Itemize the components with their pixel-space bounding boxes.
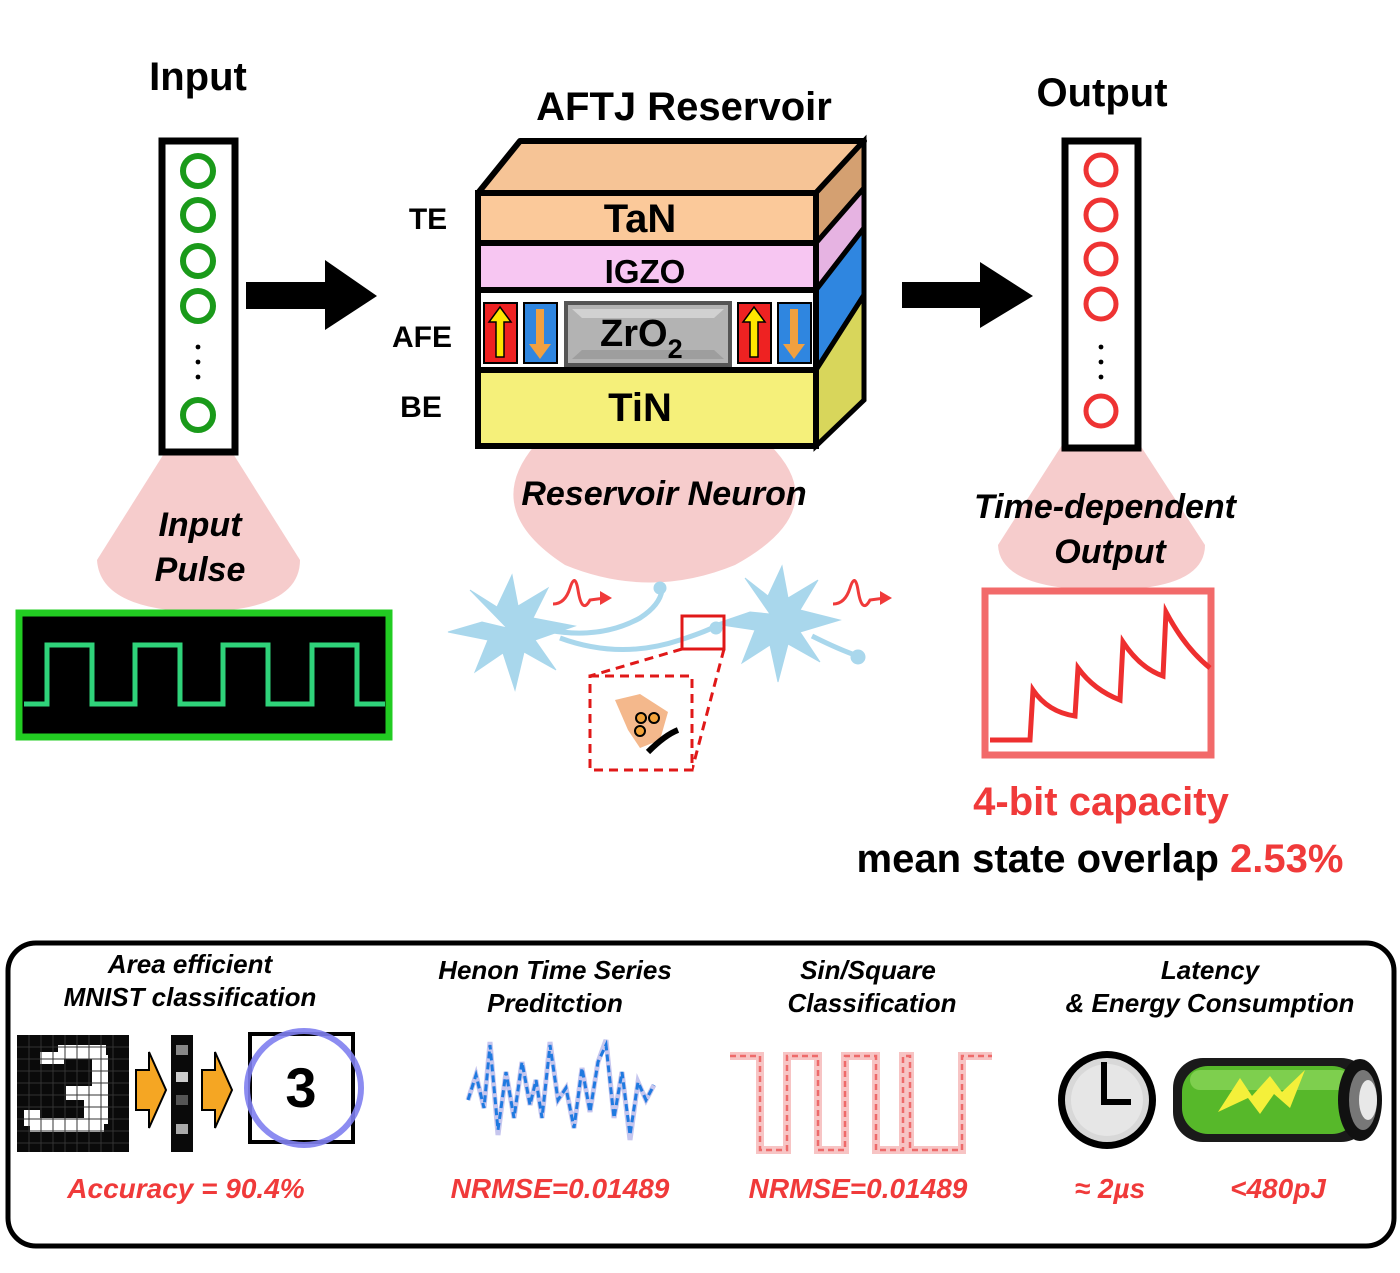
neuron-cell-left bbox=[447, 573, 577, 692]
input-title: Input bbox=[149, 55, 247, 99]
output-ellipsis bbox=[1098, 344, 1104, 380]
battery-icon bbox=[1173, 1058, 1382, 1142]
polarization-up-icon bbox=[741, 305, 767, 358]
neuron-cell-right bbox=[714, 564, 842, 683]
spike-signal-right bbox=[832, 579, 886, 608]
input-neuron bbox=[180, 397, 216, 433]
mnist-arrow-icon bbox=[135, 1051, 168, 1129]
latency-value: ≈ 2µs bbox=[1075, 1173, 1145, 1204]
output-neuron bbox=[1083, 152, 1119, 188]
mnist-title-line1: Area efficient bbox=[107, 949, 274, 979]
overlap-text: mean state overlap 2.53% bbox=[857, 837, 1344, 881]
input-cone bbox=[97, 452, 300, 612]
input-neuron bbox=[180, 153, 216, 189]
reservoir-cone bbox=[513, 445, 796, 583]
lightning-icon bbox=[1218, 1070, 1305, 1114]
henon-series-plot bbox=[465, 1039, 657, 1141]
biological-neurons-illustration bbox=[447, 564, 892, 772]
input-neuron bbox=[180, 243, 216, 279]
axon-right bbox=[810, 633, 859, 659]
reservoir-title: AFTJ Reservoir bbox=[536, 85, 832, 129]
afe-label: AFE bbox=[392, 321, 452, 354]
mnist-selection-circle bbox=[244, 1028, 364, 1148]
input-layer bbox=[158, 137, 239, 456]
axon-left bbox=[547, 589, 665, 636]
output-neuron bbox=[1083, 241, 1119, 277]
tin-label: TiN bbox=[608, 386, 672, 430]
pulse-waveform bbox=[24, 642, 385, 707]
henon-nrmse: NRMSE=0.01489 bbox=[451, 1173, 670, 1204]
sin-title-line1: Sin/Square bbox=[800, 955, 936, 985]
energy-value: <480pJ bbox=[1230, 1173, 1327, 1204]
clock-icon bbox=[1058, 1051, 1156, 1149]
tan-layer bbox=[475, 190, 819, 246]
output-response-plot bbox=[981, 587, 1215, 759]
tin-layer bbox=[475, 367, 819, 449]
mnist-digit-image bbox=[17, 1035, 129, 1152]
capacity-text: 4-bit capacity bbox=[973, 780, 1229, 824]
polarization-down-icon bbox=[783, 309, 805, 359]
output-neuron bbox=[1083, 286, 1119, 322]
applications-panel bbox=[5, 940, 1397, 1249]
arrow-input-to-reservoir bbox=[246, 260, 377, 330]
input-ellipsis bbox=[195, 344, 201, 380]
aftj-stack: TaN IGZO ZrO2 TiN bbox=[475, 134, 867, 452]
mnist-predicted-digit: 3 bbox=[285, 1056, 316, 1119]
sin-nrmse: NRMSE=0.01489 bbox=[749, 1173, 968, 1204]
sin-title-line2: Classification bbox=[787, 988, 956, 1018]
mnist-arrow-icon bbox=[201, 1051, 234, 1129]
input-pulse-plot bbox=[15, 609, 393, 741]
input-pulse-caption-line1: Input bbox=[158, 506, 243, 544]
output-caption-line2: Output bbox=[1054, 533, 1167, 571]
output-neuron bbox=[1083, 393, 1119, 429]
henon-title-line1: Henon Time Series bbox=[438, 955, 672, 985]
be-label: BE bbox=[400, 391, 442, 424]
latency-title-line2: & Energy Consumption bbox=[1066, 988, 1355, 1018]
sin-square-plot bbox=[730, 1052, 992, 1154]
reservoir-neuron-caption: Reservoir Neuron bbox=[521, 475, 806, 513]
te-label: TE bbox=[409, 203, 447, 236]
igzo-label: IGZO bbox=[605, 253, 686, 290]
overlap-value: 2.53% bbox=[1230, 837, 1343, 881]
output-neuron bbox=[1083, 197, 1119, 233]
input-neuron bbox=[180, 197, 216, 233]
output-waveform bbox=[990, 602, 1212, 743]
output-title: Output bbox=[1036, 71, 1167, 115]
mnist-title-line2: MNIST classification bbox=[64, 982, 317, 1012]
arrow-reservoir-to-output bbox=[902, 262, 1033, 328]
output-layer bbox=[1061, 137, 1142, 452]
polarization-up-icon bbox=[487, 305, 513, 358]
output-cone bbox=[998, 445, 1205, 590]
input-neuron bbox=[180, 288, 216, 324]
zro2-label: ZrO2 bbox=[600, 313, 683, 364]
henon-title-line2: Preditction bbox=[487, 988, 623, 1018]
polarization-down-icon bbox=[529, 309, 551, 359]
igzo-layer bbox=[475, 240, 819, 293]
input-pulse-caption-line2: Pulse bbox=[155, 551, 246, 589]
mnist-feature-vector bbox=[171, 1035, 193, 1152]
tan-label: TaN bbox=[604, 197, 677, 241]
mnist-accuracy: Accuracy = 90.4% bbox=[66, 1173, 304, 1204]
synapse-highlight-box bbox=[680, 614, 726, 651]
spike-signal-left bbox=[552, 579, 606, 608]
latency-title-line1: Latency bbox=[1161, 955, 1261, 985]
output-caption-line1: Time-dependent bbox=[974, 488, 1238, 526]
axon-connect bbox=[559, 623, 718, 652]
